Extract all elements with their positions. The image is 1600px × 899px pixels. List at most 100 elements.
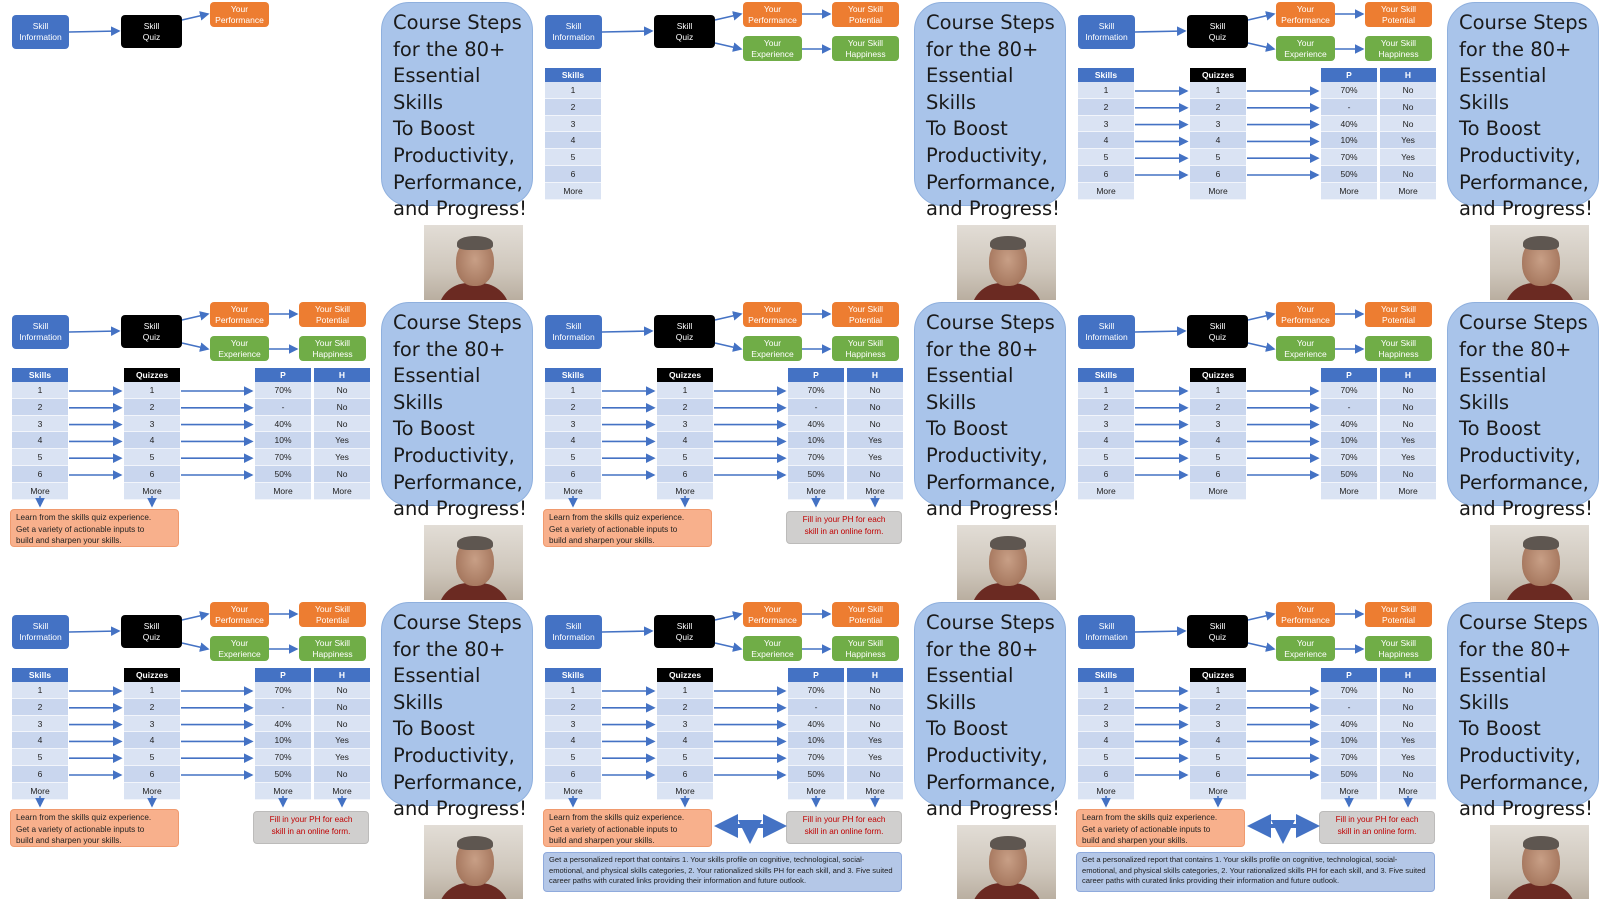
quizzes-column-cell: 4: [657, 432, 713, 450]
p-column-cell: 50%: [255, 465, 311, 483]
instructor-webcam: [424, 825, 523, 899]
p-column-cell: 70%: [255, 749, 311, 766]
skill-information-node: Skill Information: [1078, 15, 1135, 49]
skills-column-cell: 2: [12, 698, 68, 716]
h-column-cell: Yes: [1380, 749, 1436, 766]
course-steps-title: Course Steps for the 80+ Essential Skill…: [381, 2, 533, 220]
skills-column-cell: 4: [545, 432, 601, 450]
skills-column-cell: 6: [12, 465, 68, 483]
instructor-webcam: [957, 825, 1056, 899]
h-column-cell: No: [314, 715, 370, 733]
quizzes-column-header: Quizzes: [1190, 368, 1246, 382]
course-steps-title-text: Course Steps for the 80+ Essential Skill…: [1459, 611, 1593, 821]
quizzes-column-cell: 5: [657, 749, 713, 766]
instructor-webcam: [957, 525, 1056, 600]
p-column-header: P: [1321, 368, 1377, 382]
h-column-cell: No: [1380, 698, 1436, 716]
p-column-cell: 10%: [788, 732, 844, 750]
p-column-cell: -: [1321, 698, 1377, 716]
h-column-cell: Yes: [1380, 149, 1436, 166]
skills-column-cell: 3: [545, 115, 601, 133]
panel-stage-1: Course Steps for the 80+ Essential Skill…: [0, 0, 533, 300]
h-column-header: H: [847, 668, 903, 682]
quizzes-column-cell: 4: [124, 732, 180, 750]
skill-information-node: Skill Information: [12, 15, 69, 49]
panel-stage-9: Course Steps for the 80+ Essential Skill…: [1066, 600, 1599, 899]
quizzes-column-cell: 1: [1190, 382, 1246, 399]
course-steps-title-text: Course Steps for the 80+ Essential Skill…: [926, 11, 1060, 221]
fill-ph-note: Fill in your PH for each skill in an onl…: [1319, 811, 1435, 844]
course-steps-title: Course Steps for the 80+ Essential Skill…: [914, 302, 1066, 520]
course-steps-title-text: Course Steps for the 80+ Essential Skill…: [1459, 11, 1593, 221]
skills-column-cell: 5: [12, 449, 68, 466]
skills-column-cell: 4: [12, 432, 68, 450]
skills-column-cell: 1: [545, 82, 601, 99]
quizzes-column-cell: 3: [1190, 115, 1246, 133]
panel-stage-3: Course Steps for the 80+ Essential Skill…: [1066, 0, 1599, 300]
skills-column-cell: 3: [1078, 715, 1134, 733]
your-performance-node: Your Performance: [743, 302, 802, 327]
skills-column-header: Skills: [545, 68, 601, 82]
instructor-webcam: [424, 525, 523, 600]
learn-note: Learn from the skills quiz experience. G…: [543, 509, 712, 547]
h-column-cell: More: [847, 782, 903, 800]
h-column-cell: Yes: [1380, 732, 1436, 750]
info-to-quiz-arrow: [68, 626, 121, 636]
p-column-cell: 10%: [255, 732, 311, 750]
course-steps-title: Course Steps for the 80+ Essential Skill…: [1447, 302, 1599, 520]
skills-column-cell: 4: [12, 732, 68, 750]
h-column-cell: No: [1380, 465, 1436, 483]
p-column-cell: 40%: [1321, 415, 1377, 433]
instructor-webcam: [424, 225, 523, 300]
skill-information-node: Skill Information: [12, 615, 69, 649]
h-column-cell: Yes: [1380, 449, 1436, 466]
p-column-cell: 70%: [788, 449, 844, 466]
course-steps-title: Course Steps for the 80+ Essential Skill…: [914, 2, 1066, 220]
quiz-to-performance-arrow: [714, 611, 743, 621]
p-column-cell: 70%: [1321, 382, 1377, 399]
course-steps-title-text: Course Steps for the 80+ Essential Skill…: [393, 11, 527, 221]
skills-column-cell: 5: [545, 749, 601, 766]
p-column-cell: 10%: [1321, 132, 1377, 150]
your-skill-happiness-node: Your Skill Happiness: [299, 336, 366, 361]
quizzes-column-cell: 5: [1190, 149, 1246, 166]
skills-column-cell: 1: [1078, 682, 1134, 699]
p-column-cell: 40%: [788, 415, 844, 433]
skills-column-cell: 2: [545, 398, 601, 416]
quizzes-column-cell: 2: [1190, 98, 1246, 116]
quizzes-column-cell: 6: [1190, 765, 1246, 783]
course-steps-title: Course Steps for the 80+ Essential Skill…: [1447, 2, 1599, 220]
instructor-shirt: [438, 583, 510, 600]
skills-column-cell: 3: [12, 415, 68, 433]
skills-column-cell: 2: [1078, 98, 1134, 116]
quiz-to-experience-arrow: [1247, 42, 1276, 52]
p-column-cell: 50%: [788, 765, 844, 783]
h-column-header: H: [314, 668, 370, 682]
quizzes-column-cell: 4: [657, 732, 713, 750]
panel-stage-5: Course Steps for the 80+ Essential Skill…: [533, 300, 1066, 600]
quizzes-column-cell: 6: [1190, 465, 1246, 483]
p-column-cell: 10%: [1321, 732, 1377, 750]
quizzes-column-cell: 6: [124, 465, 180, 483]
skills-column-header: Skills: [12, 668, 68, 682]
your-skill-potential-node: Your Skill Potential: [832, 2, 899, 27]
skills-column-cell: 2: [1078, 698, 1134, 716]
p-column-cell: 10%: [255, 432, 311, 450]
quizzes-column-cell: 5: [1190, 749, 1246, 766]
h-column-cell: No: [1380, 82, 1436, 99]
quizzes-column-cell: More: [657, 482, 713, 500]
fill-ph-note: Fill in your PH for each skill in an onl…: [786, 811, 902, 844]
instructor-hair: [990, 536, 1026, 550]
your-skill-happiness-node: Your Skill Happiness: [832, 36, 899, 61]
p-column-cell: 70%: [788, 682, 844, 699]
skills-column-cell: 3: [12, 715, 68, 733]
quizzes-column-cell: More: [1190, 782, 1246, 800]
skills-column-cell: More: [1078, 782, 1134, 800]
course-steps-title-text: Course Steps for the 80+ Essential Skill…: [393, 611, 527, 821]
